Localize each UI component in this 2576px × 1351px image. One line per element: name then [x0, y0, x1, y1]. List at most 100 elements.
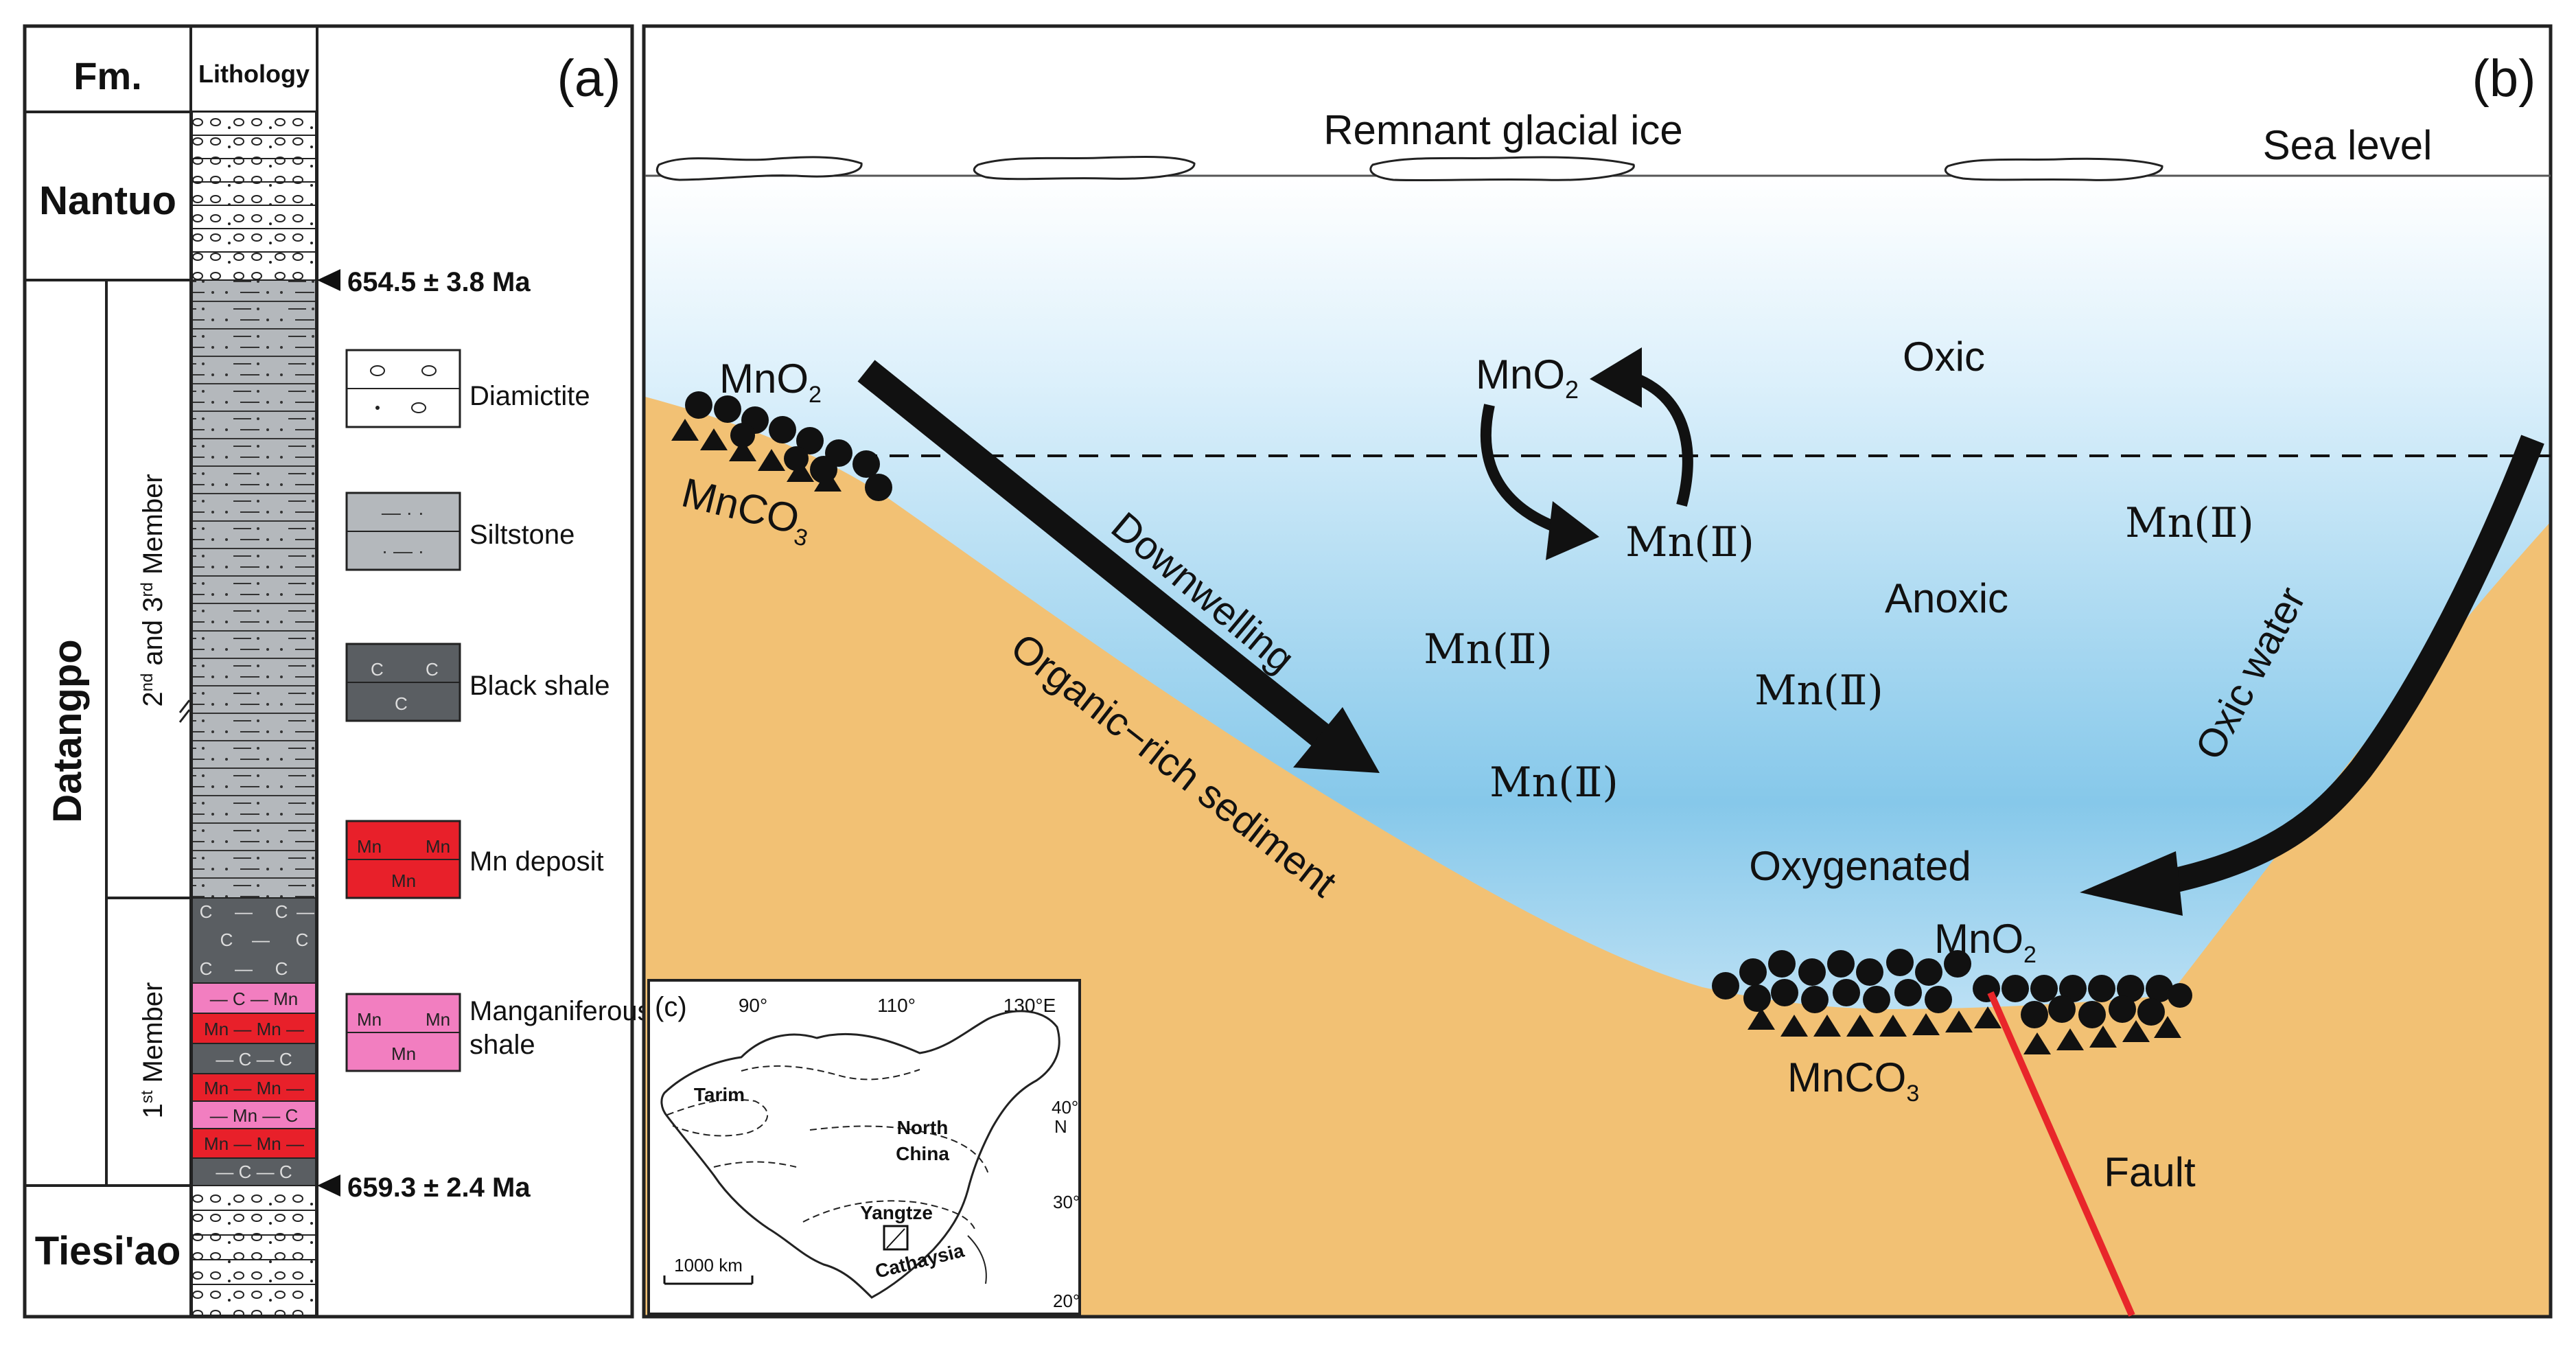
litho-mark-6: Mn — Mn —	[204, 1133, 304, 1154]
legend-label-diamictite: Diamictite	[469, 381, 590, 411]
header-lithology: Lithology	[198, 60, 310, 88]
scale-label: 1000 km	[674, 1255, 743, 1275]
litho-black-shale-3	[192, 1157, 316, 1186]
svg-text:C: C	[275, 958, 288, 979]
coast-line	[967, 1235, 987, 1284]
cycle-arrow-up-curve	[1632, 372, 1693, 507]
region-yangtze: Yangtze	[860, 1202, 933, 1223]
basin-mnco3-label: MnCO3	[1787, 1054, 1919, 1107]
formation-nantuo: Nantuo	[39, 178, 176, 223]
lat-20: 20°	[1053, 1291, 1080, 1311]
age-bottom: 659.3 ± 2.4 Ma	[347, 1173, 531, 1203]
svg-text:C: C	[275, 901, 288, 922]
downwelling-arrow-head	[1293, 707, 1380, 773]
lat-n: N	[1054, 1116, 1067, 1137]
legend-manganiferous-mark-3: Mn	[391, 1043, 416, 1064]
shelf-mno2-nodules	[685, 391, 892, 501]
mn2-label-4: Mn(Ⅱ)	[1754, 667, 1883, 715]
svg-text:C: C	[200, 958, 213, 979]
panel-a-label: (a)	[557, 49, 621, 108]
study-area-slash	[886, 1228, 905, 1249]
litho-mark-2: Mn — Mn —	[204, 1019, 304, 1039]
cycle-arrow-down-head	[1546, 501, 1599, 560]
basin-mnco3-triangles	[1748, 1006, 2181, 1054]
north-china-boundary	[809, 1125, 989, 1175]
legend-mn-deposit-mark-2: Mn	[426, 836, 450, 857]
legend-siltstone-marks-2: · — ·	[382, 540, 424, 562]
remnant-ice-label: Remnant glacial ice	[1323, 107, 1683, 153]
mno2-cycle-label: MnO2	[1476, 351, 1579, 404]
panel-b-frame	[642, 24, 2553, 1319]
study-area-box	[883, 1225, 909, 1251]
age-top: 654.5 ± 3.8 Ma	[347, 267, 531, 297]
age-marker-bottom	[317, 1175, 340, 1197]
break-mark-1	[178, 700, 191, 713]
sediment-basin	[645, 397, 2551, 1315]
panel-c: (c) 90° 110° 130°E 40° N 30° 20° Tarim N…	[647, 979, 1081, 1315]
label-fault: Fault	[2104, 1149, 2196, 1195]
label-anoxic: Anoxic	[1885, 575, 2008, 621]
legend-mn-deposit-mark-1: Mn	[357, 836, 382, 857]
svg-text:—: —	[297, 901, 314, 922]
basin-mno2-nodules	[1712, 949, 2192, 1028]
svg-text:C: C	[220, 929, 233, 950]
tarim-boundary	[666, 1098, 769, 1137]
label-oxygenated: Oxygenated	[1749, 843, 1971, 889]
svg-text:C: C	[296, 929, 309, 950]
yangtze-boundary	[802, 1200, 975, 1229]
litho-mark-1: — C — Mn	[210, 989, 299, 1009]
mn2-label-1: Mn(Ⅱ)	[1625, 518, 1754, 566]
litho-black-shale-2	[192, 1043, 316, 1074]
cycle-arrow-up-head	[1590, 347, 1642, 408]
panel-a: Fm. Lithology (a) Nantuo Datangpo Tiesi'…	[23, 24, 651, 1319]
legend-manganiferous-mark-2: Mn	[426, 1009, 450, 1030]
litho-nantuo-bed-lines	[192, 135, 316, 253]
litho-tiesiao-bed-lines	[192, 1210, 316, 1285]
panel-a-frame	[23, 24, 634, 1319]
panel-b-label: (b)	[2472, 49, 2536, 108]
ice-blocks	[655, 156, 2163, 182]
china-outline	[660, 1010, 1060, 1299]
ice-block-3	[1369, 156, 1635, 182]
litho-mn-deposit-3	[192, 1128, 316, 1159]
legend-diamictite-clast-3	[411, 402, 426, 413]
shelf-mnco3-triangles	[671, 419, 842, 492]
mn2-label-5: Mn(Ⅱ)	[1489, 759, 1618, 807]
legend-manganiferous-mark-1: Mn	[357, 1009, 382, 1030]
formation-datangpo: Datangpo	[45, 639, 90, 822]
legend-label-black-shale: Black shale	[469, 671, 610, 701]
legend-siltstone-marks: — · ·	[382, 502, 424, 523]
legend-label-manganiferous-l1: Manganiferous	[469, 996, 651, 1026]
cycle-arrow-down-curve	[1480, 404, 1562, 534]
legend-label-siltstone: Siltstone	[469, 520, 575, 550]
legend: Diamictite — · · · — · Siltstone C C C B…	[345, 349, 651, 1072]
legend-black-shale-mark-3: C	[395, 693, 408, 714]
ice-block-1	[655, 156, 863, 181]
formation-tiesiao: Tiesi'ao	[35, 1229, 181, 1273]
break-mark-2	[178, 709, 191, 723]
lat-30: 30°	[1053, 1192, 1080, 1212]
legend-black-shale-mark-1: C	[371, 659, 384, 680]
legend-label-manganiferous-l2: shale	[469, 1030, 535, 1060]
svg-text:—: —	[252, 929, 270, 950]
litho-mark-5: — Mn — C	[210, 1105, 299, 1126]
litho-mark-4: Mn — Mn —	[204, 1078, 304, 1098]
lat-40: 40°	[1052, 1097, 1078, 1118]
litho-tiesiao-diamictite	[192, 1185, 316, 1316]
fault-line	[1987, 991, 2135, 1317]
litho-mn-deposit-1	[192, 1013, 316, 1044]
mn2-label-3: Mn(Ⅱ)	[1424, 625, 1553, 673]
member-lower-label: 1st Member	[138, 982, 168, 1119]
lon-110: 110°	[877, 995, 916, 1016]
basin-mno2-label: MnO2	[1934, 916, 2037, 968]
mn2-label-2: Mn(Ⅱ)	[2125, 499, 2254, 547]
oxic-water-arrow-shaft	[2172, 435, 2544, 892]
ice-block-2	[973, 156, 1196, 181]
legend-label-mn-deposit: Mn deposit	[469, 846, 604, 877]
litho-black-shale-marks: C—C— C—C C—C	[200, 901, 314, 979]
svg-text:—: —	[235, 958, 253, 979]
label-oxic: Oxic	[1903, 334, 1985, 380]
panel-c-label: (c)	[655, 992, 687, 1022]
lon-90: 90°	[739, 995, 767, 1016]
legend-diamictite-clast-1	[370, 365, 385, 376]
